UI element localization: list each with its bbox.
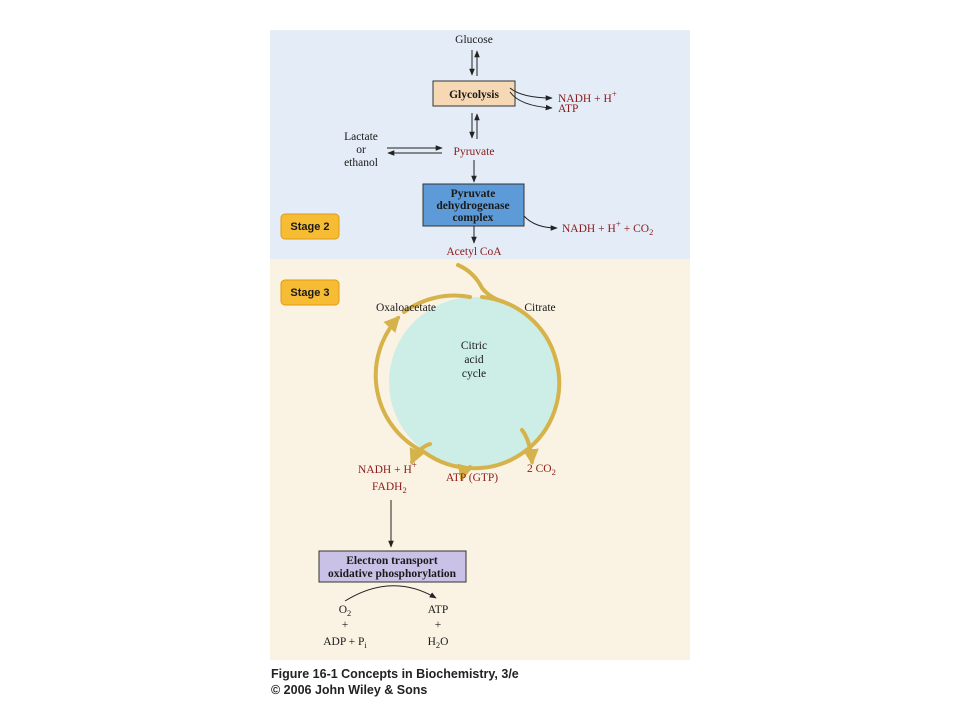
stage-3-badge: Stage 3 bbox=[280, 279, 340, 306]
acetyl-coa-label: Acetyl CoA bbox=[446, 246, 502, 258]
glycolysis-box bbox=[432, 80, 516, 107]
glycolysis-nadh: NADH + H+ bbox=[558, 89, 617, 105]
glucose-glycolysis-arrows bbox=[469, 50, 480, 76]
cycle-label-line1: Citric bbox=[461, 340, 487, 352]
cycle-co2-label: 2 CO2 bbox=[527, 463, 556, 477]
cycle-ring-arrows bbox=[373, 263, 562, 482]
adp-pi-label: ADP + Pi bbox=[323, 636, 367, 650]
copyright-caption: © 2006 John Wiley & Sons bbox=[271, 683, 427, 697]
glycolysis-output-arrows bbox=[509, 87, 553, 111]
pdh-label-line2: dehydrogenase bbox=[436, 200, 509, 212]
pdh-label-line1: Pyruvate bbox=[451, 188, 496, 200]
stage-2-label: Stage 2 bbox=[290, 221, 329, 233]
product-plus: + bbox=[435, 619, 442, 631]
o2-label: O2 bbox=[339, 604, 352, 618]
glycolysis-pyruvate-arrows bbox=[469, 113, 480, 139]
lactate-pyruvate-arrows bbox=[387, 145, 443, 156]
etc-label-line1: Electron transport bbox=[346, 555, 438, 567]
etc-reaction-arrow bbox=[344, 585, 437, 602]
stage-3-label: Stage 3 bbox=[290, 287, 329, 299]
electron-transport-box bbox=[318, 550, 467, 583]
etc-label-line2: oxidative phosphorylation bbox=[328, 568, 457, 580]
cycle-atp-gtp-label: ATP (GTP) bbox=[446, 472, 498, 484]
ethanol-label: ethanol bbox=[344, 157, 378, 169]
glycolysis-label: Glycolysis bbox=[449, 89, 499, 101]
reactant-plus: + bbox=[342, 619, 349, 631]
glucose-label: Glucose bbox=[455, 34, 493, 46]
cycle-nadh-label: NADH + H+ bbox=[358, 460, 417, 476]
citrate-label: Citrate bbox=[524, 302, 555, 314]
figure-caption: Figure 16-1 Concepts in Biochemistry, 3/… bbox=[271, 667, 519, 681]
cycle-label-line3: cycle bbox=[462, 368, 486, 380]
glycolysis-atp: ATP bbox=[558, 103, 578, 115]
pdh-label-line3: complex bbox=[453, 212, 494, 224]
oxaloacetate-label: Oxaloacetate bbox=[376, 302, 436, 314]
stage-2-badge: Stage 2 bbox=[280, 213, 340, 240]
cycle-fadh2-label: FADH2 bbox=[372, 481, 407, 495]
atp-product-label: ATP bbox=[428, 604, 448, 616]
lactate-label: Lactate bbox=[344, 131, 378, 143]
pdh-complex-box bbox=[422, 183, 525, 227]
pdh-output-arrow bbox=[523, 215, 558, 231]
cycle-label-line2: acid bbox=[464, 354, 483, 366]
h2o-label: H2O bbox=[428, 636, 449, 650]
pdh-output-label: NADH + H+ + CO2 bbox=[562, 219, 653, 237]
citric-acid-cycle-disc bbox=[389, 297, 559, 467]
or-label: or bbox=[356, 144, 366, 156]
pyruvate-label: Pyruvate bbox=[454, 146, 495, 158]
